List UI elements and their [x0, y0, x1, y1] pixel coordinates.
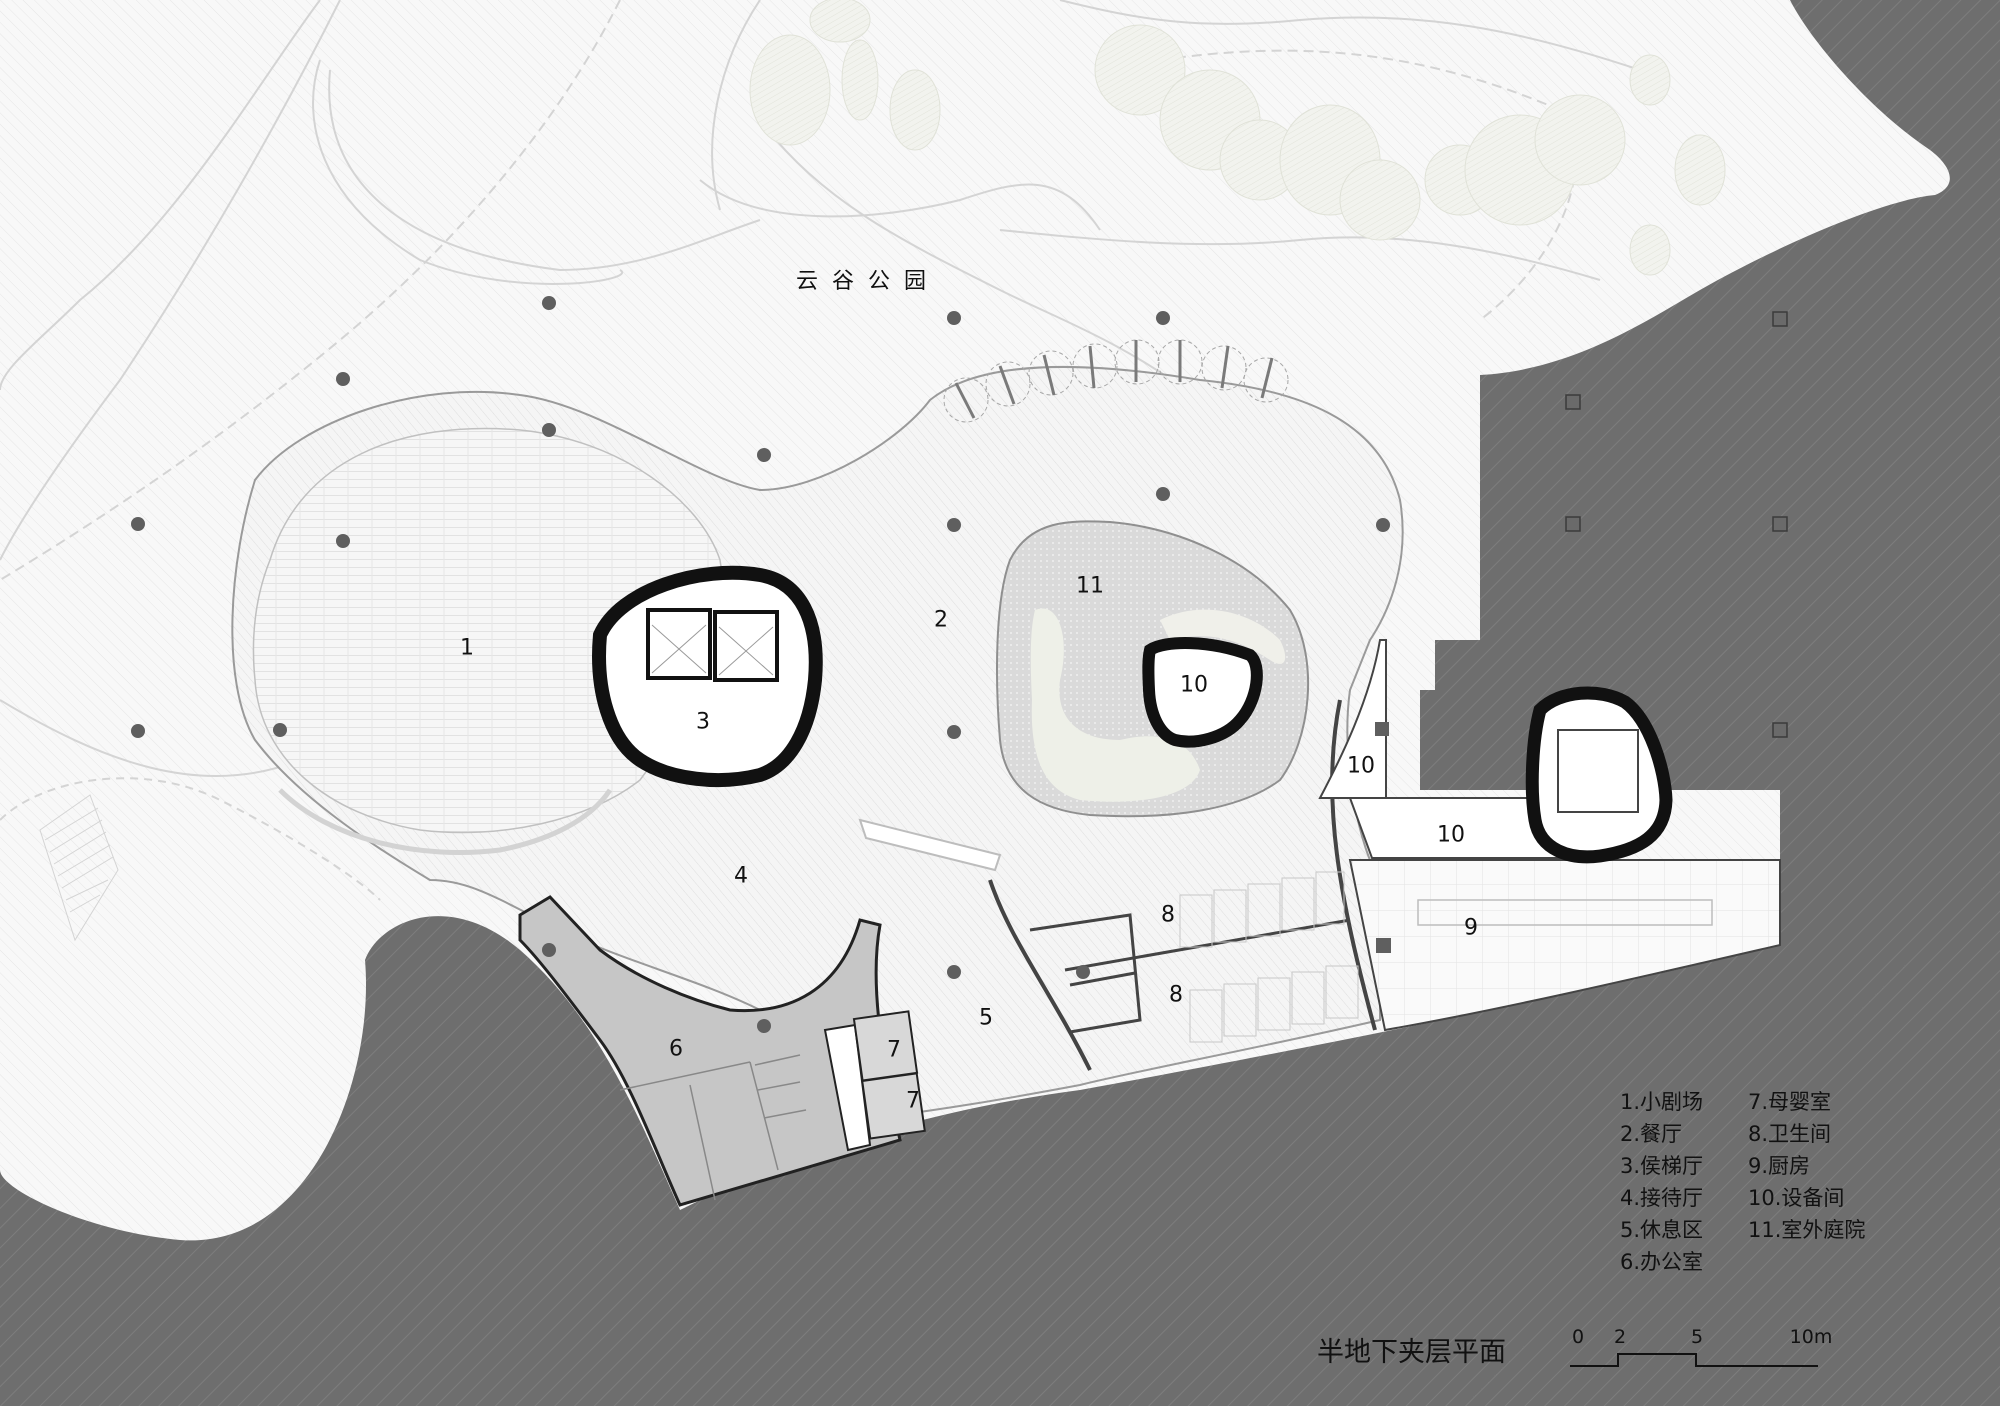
landscape-trees — [749, 0, 1726, 276]
scale-tick-0: 0 — [1571, 1326, 1585, 1348]
room-label-6: 6 — [669, 1036, 683, 1062]
legend-item: 1.小剧场 — [1620, 1090, 1704, 1114]
structural-columns — [131, 296, 1390, 1033]
legend: 1.小剧场 7.母婴室 2.餐厅 8.卫生间 3.侯梯厅 9.厨房 4.接待厅 … — [1620, 1088, 1908, 1276]
room-label-10c: 10 — [1437, 822, 1465, 848]
legend-item: 7.母婴室 — [1748, 1090, 1832, 1114]
legend-item: 10.设备间 — [1748, 1186, 1845, 1210]
equipment-room-column — [1375, 722, 1389, 736]
legend-item: 9.厨房 — [1748, 1154, 1811, 1178]
elevator-shafts — [646, 608, 779, 682]
north-facade-doors — [943, 339, 1289, 423]
room-label-7b: 7 — [906, 1088, 920, 1114]
room-label-7a: 7 — [887, 1037, 901, 1063]
office-partitions — [619, 1054, 807, 1201]
legend-item: 2.餐厅 — [1620, 1122, 1683, 1146]
elevator-cross-marks — [651, 624, 774, 676]
restroom-area — [988, 699, 1377, 1071]
scale-bar: 0 2 5 10m — [1552, 1326, 1852, 1376]
room-label-9: 9 — [1464, 915, 1478, 941]
restroom-stalls — [1179, 871, 1359, 1043]
courtyard-garden-north — [1160, 609, 1286, 664]
kitchen-counter — [1417, 899, 1713, 926]
right-core-elevator — [1557, 729, 1639, 813]
room-label-11: 11 — [1076, 573, 1104, 599]
kitchen-room — [1348, 859, 1781, 1032]
legend-item: 11.室外庭院 — [1748, 1218, 1866, 1242]
equipment-room-west — [1318, 639, 1387, 799]
legend-item — [1748, 1248, 1908, 1276]
room-label-4: 4 — [734, 863, 748, 889]
room-label-3: 3 — [696, 709, 710, 735]
grid-square-columns — [1565, 311, 1788, 738]
room-label-10b: 10 — [1347, 753, 1375, 779]
legend-item: 8.卫生间 — [1748, 1122, 1832, 1146]
right-core — [1525, 686, 1673, 864]
bridge-element — [858, 818, 1002, 872]
scale-tick-10m: 10m — [1789, 1326, 1833, 1348]
room-label-5: 5 — [979, 1005, 993, 1031]
legend-item: 4.接待厅 — [1620, 1186, 1704, 1210]
scale-tick-5: 5 — [1690, 1326, 1704, 1348]
courtyard-garden — [1030, 608, 1200, 802]
scale-tick-2: 2 — [1613, 1326, 1627, 1348]
scale-bar-line — [1570, 1353, 1818, 1367]
room-label-1: 1 — [460, 635, 474, 661]
legend-item: 6.办公室 — [1620, 1250, 1704, 1274]
north-facade-panels — [954, 340, 1274, 419]
office-room — [518, 895, 902, 1207]
drawing-title: 半地下夹层平面 — [1317, 1337, 1506, 1368]
park-paths — [0, 0, 1641, 901]
courtyard-core — [1142, 637, 1263, 748]
room-label-8b: 8 — [1169, 982, 1183, 1008]
park-label: 云谷公园 — [795, 269, 941, 294]
legend-item: 5.休息区 — [1620, 1218, 1704, 1242]
theater-stage-arc — [278, 788, 613, 855]
legend-item: 3.侯梯厅 — [1620, 1154, 1704, 1178]
room-label-10a: 10 — [1180, 672, 1208, 698]
room-label-2: 2 — [934, 607, 948, 633]
kitchen-column — [1376, 938, 1391, 953]
outdoor-stair — [39, 794, 119, 942]
room-label-8a: 8 — [1161, 902, 1175, 928]
mother-baby-rooms — [823, 1010, 926, 1152]
